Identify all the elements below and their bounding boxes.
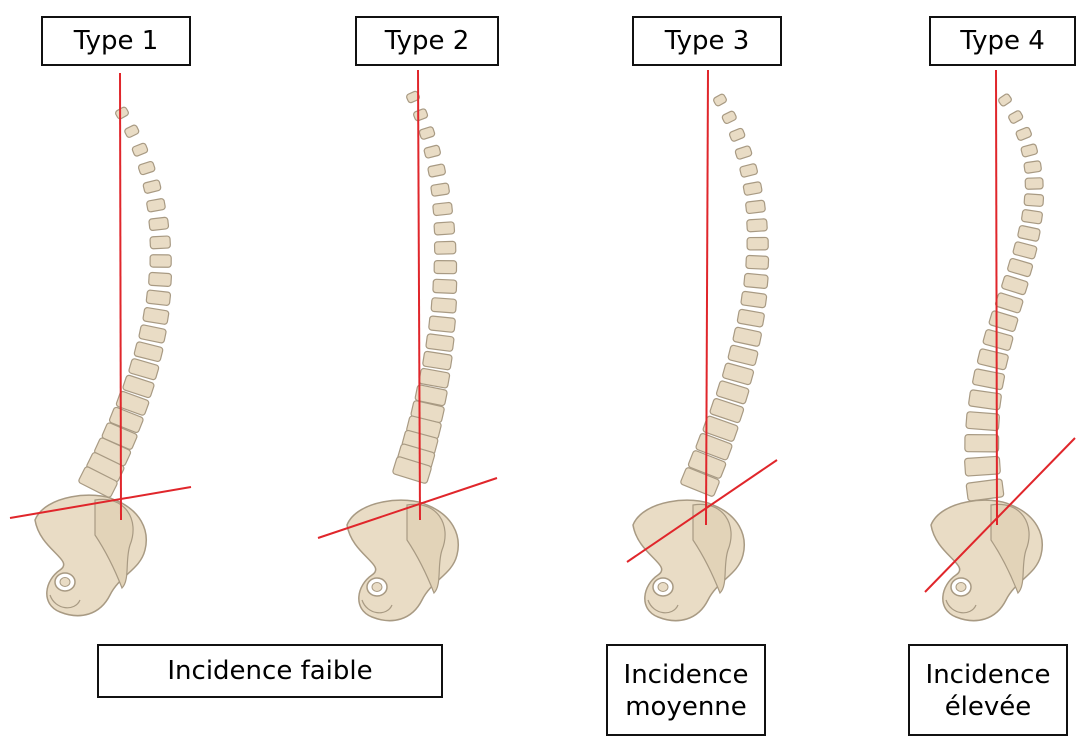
vertebra xyxy=(1021,143,1039,157)
vertebra xyxy=(964,456,1000,476)
vertical-line-4 xyxy=(996,70,997,525)
vertebra xyxy=(965,435,999,452)
vertebra xyxy=(115,106,130,120)
vertebra xyxy=(138,161,156,176)
vertebra xyxy=(743,181,762,195)
vertebra xyxy=(747,219,768,232)
vertebra xyxy=(721,110,737,124)
spine-3 xyxy=(633,93,769,621)
vertebra xyxy=(429,316,456,333)
type-3-label: Type 3 xyxy=(632,16,782,66)
vertebra xyxy=(433,279,457,293)
vertebra xyxy=(1001,275,1029,295)
vertebra xyxy=(431,298,457,313)
type-4-label: Type 4 xyxy=(929,16,1076,66)
vertebra xyxy=(739,163,758,177)
pelvis xyxy=(347,500,458,620)
vertebra xyxy=(150,255,171,268)
incidence-faible-label: Incidence faible xyxy=(97,644,443,698)
vertebra xyxy=(419,126,436,140)
vertebra xyxy=(143,179,162,193)
vertebra xyxy=(735,145,753,160)
type-2-label: Type 2 xyxy=(355,16,499,66)
vertebra xyxy=(746,255,769,269)
vertebra xyxy=(143,307,169,324)
pelvis xyxy=(35,495,146,615)
vertebra xyxy=(146,290,171,306)
vertebra xyxy=(966,479,1004,501)
pelvis xyxy=(633,500,744,620)
vertebra xyxy=(1015,127,1032,142)
vertebra xyxy=(966,412,1000,431)
vertebra xyxy=(131,142,148,157)
vertebra xyxy=(124,124,140,138)
vertebra xyxy=(982,329,1013,351)
vertebra xyxy=(1024,161,1042,174)
vertebra xyxy=(434,241,455,254)
vertebra xyxy=(741,291,767,308)
vertebra xyxy=(1021,209,1043,224)
vertebra xyxy=(747,237,768,250)
vertebra xyxy=(422,351,452,370)
vertebra xyxy=(413,108,429,122)
vertebra xyxy=(433,202,453,216)
vertebra xyxy=(1017,225,1040,242)
spine-2 xyxy=(347,90,458,620)
vertebra xyxy=(427,164,445,178)
vertebra xyxy=(424,145,441,159)
vertebra xyxy=(744,273,769,288)
vertebra xyxy=(995,292,1024,313)
vertebra xyxy=(431,183,450,197)
vertebra xyxy=(139,324,167,343)
type-1-label: Type 1 xyxy=(41,16,191,66)
spine-4 xyxy=(931,93,1044,621)
incidence-elevee-label: Incidence élevée xyxy=(908,644,1068,736)
vertebra xyxy=(998,93,1013,107)
pelvis xyxy=(931,500,1042,620)
vertebra xyxy=(426,334,455,352)
spine-1 xyxy=(35,106,172,616)
vertebra xyxy=(1013,241,1038,259)
vertical-line-1 xyxy=(120,73,121,520)
vertebra xyxy=(150,236,171,249)
vertebra xyxy=(733,327,762,347)
vertebra xyxy=(134,341,164,362)
vertebra xyxy=(972,369,1005,390)
vertebra xyxy=(1008,110,1024,125)
vertebra xyxy=(729,128,746,143)
vertebra xyxy=(1024,194,1044,207)
vertebra xyxy=(434,261,456,274)
incidence-moyenne-label: Incidence moyenne xyxy=(606,644,766,736)
vertebra xyxy=(1007,258,1033,277)
vertebra xyxy=(977,348,1009,370)
vertebra xyxy=(728,345,759,366)
vertebra xyxy=(745,200,765,214)
vertebra xyxy=(737,309,765,327)
vertebra xyxy=(713,93,728,107)
vertebra xyxy=(146,198,165,212)
vertebra xyxy=(1025,178,1043,190)
vertebra xyxy=(149,217,169,231)
vertebra xyxy=(988,310,1018,332)
vertebra xyxy=(434,222,455,235)
vertebra xyxy=(149,272,172,286)
